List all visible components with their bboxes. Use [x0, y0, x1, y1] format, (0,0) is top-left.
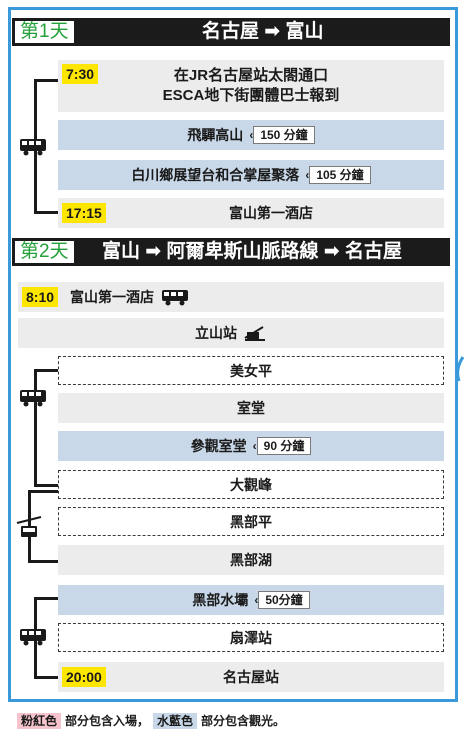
duration-text: 105 分鐘 [309, 166, 371, 184]
list-item: 室堂 [58, 393, 444, 423]
list-item: 白川鄉展望台和合掌屋聚落 ‹105 分鐘 [58, 160, 444, 190]
list-item: 立山站 [18, 318, 444, 348]
stop-label: 扇澤站 [230, 629, 272, 646]
connector [34, 676, 60, 679]
connector [34, 484, 60, 487]
list-item: 在JR名古屋站太閤通口 ESCA地下街團體巴士報到 [58, 60, 444, 112]
cable-car-icon [244, 326, 265, 341]
day1-end-connector [34, 211, 60, 214]
list-item: 參觀室堂 ‹90 分鐘 [58, 431, 444, 461]
time-badge: 7:30 [62, 64, 99, 84]
bus-icon [162, 290, 188, 306]
stop-label: 白川鄉展望台和合掌屋聚落 [131, 167, 300, 183]
list-item: 黑部平 [58, 507, 444, 536]
legend-pink-label: 粉紅色 [17, 713, 62, 729]
list-item: 扇澤站 [58, 623, 444, 652]
stop-label: 黑部湖 [230, 552, 272, 568]
stop-label: 黑部平 [230, 513, 272, 530]
list-item: 富山第一酒店 [18, 282, 444, 312]
duration-badge: ‹105 分鐘 [305, 166, 371, 184]
list-item: 大觀峰 [58, 470, 444, 499]
stop-label: 立山站 [195, 325, 237, 341]
stop-label: 黑部水壩 [192, 592, 249, 608]
duration-badge: ‹150 分鐘 [249, 126, 315, 144]
duration-text: 50分鐘 [258, 591, 310, 609]
time-badge: 8:10 [22, 287, 59, 307]
connector [34, 597, 60, 600]
stop-label: 大觀峰 [230, 476, 272, 493]
legend-pink-text: 部分包含入場， [65, 714, 150, 728]
list-item: 飛驒高山 ‹150 分鐘 [58, 120, 444, 150]
time-badge: 20:00 [62, 667, 106, 687]
stop-label: 富山第一酒店 [229, 205, 313, 221]
list-item: 黑部湖 [58, 545, 444, 575]
day1-header: 第1天 名古屋 ➡ 富山 [12, 18, 450, 46]
legend: 粉紅色部分包含入場，水藍色部分包含觀光。 [17, 712, 285, 729]
meeting-point-line2: ESCA地下街團體巴士報到 [162, 87, 340, 104]
scroll-hint-icon [456, 356, 465, 382]
legend-blue-text: 部分包含觀光。 [201, 714, 286, 728]
stop-label: 富山第一酒店 [70, 289, 154, 305]
day2-timeline-bus [34, 370, 37, 486]
stop-label: 美女平 [230, 362, 272, 379]
stop-label: 參觀室堂 [190, 438, 247, 454]
list-item: 名古屋站 [58, 662, 444, 692]
connector [34, 369, 60, 372]
time-badge: 17:15 [62, 203, 106, 223]
bus-icon [20, 139, 46, 156]
connector [28, 490, 60, 493]
day1-tag: 第1天 [15, 21, 74, 43]
stop-label: 飛驒高山 [187, 127, 244, 143]
meeting-point-line1: 在JR名古屋站太閤通口 [173, 67, 329, 84]
list-item: 美女平 [58, 356, 444, 385]
duration-text: 90 分鐘 [256, 437, 312, 455]
bus-icon [20, 629, 46, 646]
day1-start-connector [34, 79, 60, 82]
duration-badge: ‹50分鐘 [254, 591, 310, 609]
day1-route: 名古屋 ➡ 富山 [202, 21, 324, 42]
duration-text: 150 分鐘 [253, 126, 315, 144]
legend-blue-label: 水藍色 [153, 713, 198, 729]
stop-label: 名古屋站 [223, 669, 279, 685]
ropeway-icon [16, 516, 42, 537]
day2-tag: 第2天 [15, 241, 74, 263]
day2-route: 富山 ➡ 阿爾卑斯山脈路線 ➡ 名古屋 [102, 241, 402, 262]
bus-icon [20, 390, 46, 407]
duration-badge: ‹90 分鐘 [253, 437, 312, 455]
connector [28, 560, 60, 563]
list-item: 富山第一酒店 [58, 198, 444, 228]
stop-label: 室堂 [237, 400, 265, 416]
list-item: 黑部水壩 ‹50分鐘 [58, 585, 444, 615]
day2-header: 第2天 富山 ➡ 阿爾卑斯山脈路線 ➡ 名古屋 [12, 238, 450, 266]
